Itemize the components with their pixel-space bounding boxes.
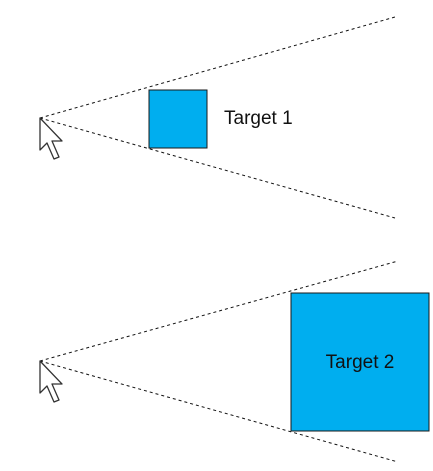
mouse-pointer-1-icon <box>39 117 63 160</box>
scenario-1: Target 1 <box>39 16 396 219</box>
target-2-label: Target 2 <box>326 352 395 373</box>
target-2-box <box>290 292 430 432</box>
target-1-label: Target 1 <box>224 108 293 129</box>
mouse-pointer-2-icon <box>39 360 63 403</box>
cone-lower-line-1 <box>39 117 396 219</box>
cone-lower-line-2 <box>39 360 399 463</box>
cone-upper-line-1 <box>39 16 396 119</box>
scenario-2: Target 2 <box>39 260 430 463</box>
target-1-box <box>148 89 208 149</box>
cone-upper-line-2 <box>39 260 399 362</box>
